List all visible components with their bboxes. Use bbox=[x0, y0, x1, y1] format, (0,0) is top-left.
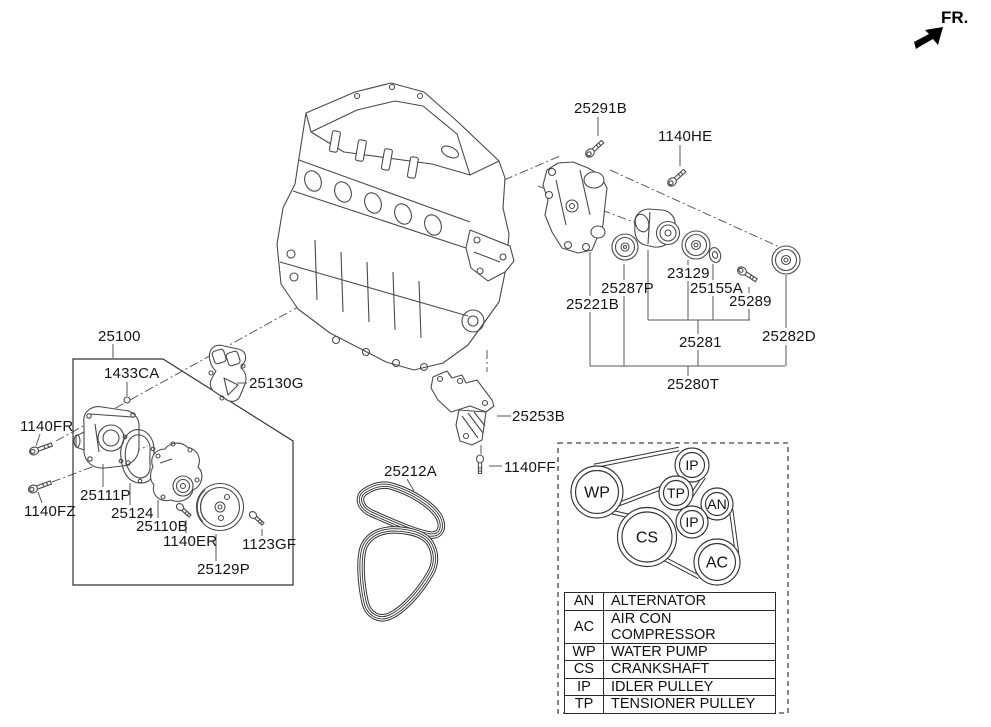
part-label-25289: 25289 bbox=[729, 293, 772, 310]
tensioner-group bbox=[542, 161, 801, 275]
legend-name: ALTERNATOR bbox=[603, 592, 776, 611]
drive-belt-25212A bbox=[356, 481, 445, 622]
coolant-pump-housing-25111P bbox=[73, 406, 140, 469]
belt-routing-diagram: WP IP TP AN IP CS AC bbox=[557, 442, 789, 714]
legend-name: TENSIONER PULLEY bbox=[603, 695, 776, 714]
gasket-25130G bbox=[208, 344, 247, 402]
legend-code: AN bbox=[564, 592, 604, 611]
legend-code: WP bbox=[564, 642, 604, 661]
fr-direction-arrow-icon bbox=[914, 27, 943, 49]
legend-row-TP: TP TENSIONER PULLEY bbox=[564, 695, 776, 714]
legend-row-AC: AC AIR CON COMPRESSOR bbox=[564, 609, 776, 644]
part-label-1140FF: 1140FF bbox=[504, 459, 556, 476]
part-label-25111P: 25111P bbox=[80, 487, 131, 504]
part-label-25124: 25124 bbox=[111, 505, 154, 522]
part-label-25253B: 25253B bbox=[512, 408, 565, 425]
part-label-25129P: 25129P bbox=[197, 561, 250, 578]
pulley-label-TP: TP bbox=[667, 485, 685, 501]
legend-name: AIR CON COMPRESSOR bbox=[603, 609, 776, 644]
belt-tensioner-body-25281 bbox=[634, 208, 681, 248]
legend-row-WP: WP WATER PUMP bbox=[564, 642, 776, 661]
fr-direction-label: FR. bbox=[941, 8, 969, 27]
tensioner-pulley-23129 bbox=[681, 230, 711, 260]
idler-pulley-25287P bbox=[611, 233, 639, 261]
legend-row-CS: CS CRANKSHAFT bbox=[564, 660, 776, 679]
bolt-1123GF bbox=[248, 510, 265, 526]
part-label-1140ER: 1140ER bbox=[163, 533, 218, 550]
legend-name: WATER PUMP bbox=[603, 642, 776, 661]
part-label-25212A: 25212A bbox=[384, 463, 437, 480]
part-label-1123GF: 1123GF bbox=[242, 536, 297, 553]
legend-row-AN: AN ALTERNATOR bbox=[564, 592, 776, 611]
engine-illustration bbox=[276, 82, 515, 372]
pulley-label-WP: WP bbox=[584, 485, 610, 502]
part-label-25281: 25281 bbox=[679, 334, 722, 351]
part-label-25130G: 25130G bbox=[249, 375, 304, 392]
bolt-1140FZ bbox=[27, 480, 52, 494]
part-label-25110B: 25110B bbox=[136, 518, 188, 535]
part-label-25221B: 25221B bbox=[566, 296, 619, 313]
bolts bbox=[27, 139, 758, 526]
legend-name: IDLER PULLEY bbox=[603, 677, 776, 696]
ball-stud-1433CA bbox=[123, 396, 131, 404]
part-label-1140FR: 1140FR bbox=[20, 418, 74, 435]
part-label-1433CA: 1433CA bbox=[104, 365, 160, 382]
tensioner-bracket-25221B bbox=[542, 161, 608, 254]
water-pump-25110B bbox=[149, 441, 203, 502]
bolt-1140FF bbox=[476, 454, 484, 475]
leader-lines bbox=[35, 117, 787, 561]
pulley-label-AC: AC bbox=[706, 555, 728, 572]
part-label-1140HE: 1140HE bbox=[658, 128, 713, 145]
part-label-25291B: 25291B bbox=[574, 100, 627, 117]
pulley-label-AN: AN bbox=[707, 496, 726, 512]
legend-code: AC bbox=[564, 609, 604, 644]
bolt-1140ER bbox=[175, 502, 192, 518]
legend-code: CS bbox=[564, 660, 604, 679]
pulley-label-CS: CS bbox=[636, 530, 658, 547]
legend-name: CRANKSHAFT bbox=[603, 660, 776, 679]
belt-diagram-pulleys bbox=[570, 447, 741, 586]
water-pump-assembly bbox=[73, 396, 245, 532]
pulley-legend-table: AN ALTERNATOR AC AIR CON COMPRESSOR WP W… bbox=[564, 592, 776, 714]
legend-code: IP bbox=[564, 677, 604, 696]
part-label-25280T: 25280T bbox=[667, 376, 720, 393]
part-label-25282D: 25282D bbox=[762, 328, 816, 345]
legend-row-IP: IP IDLER PULLEY bbox=[564, 677, 776, 696]
water-pump-box bbox=[72, 358, 294, 586]
bolt-25289 bbox=[737, 266, 758, 283]
part-label-25287P: 25287P bbox=[601, 280, 654, 297]
bolt-1140HE bbox=[667, 168, 687, 187]
part-label-1140FZ: 1140FZ bbox=[24, 503, 76, 520]
bolt-25291B bbox=[585, 139, 605, 158]
part-label-23129: 23129 bbox=[667, 265, 710, 282]
idler-pulley-25282D bbox=[771, 245, 801, 275]
bracket-25253B bbox=[430, 370, 495, 446]
washer-25155A bbox=[708, 247, 722, 263]
part-label-25100: 25100 bbox=[98, 328, 141, 345]
pulley-label-IP-top: IP bbox=[685, 457, 698, 473]
pulley-label-IP-mid: IP bbox=[685, 514, 698, 530]
legend-code: TP bbox=[564, 695, 604, 714]
bolt-1140FR bbox=[28, 442, 53, 456]
belt-diagram-pulley-labels: WP IP TP AN IP CS AC bbox=[584, 457, 728, 572]
engine-mount-bracket bbox=[465, 229, 515, 282]
pump-pulley-25129P bbox=[195, 482, 245, 532]
part-label-25155A: 25155A bbox=[690, 280, 743, 297]
